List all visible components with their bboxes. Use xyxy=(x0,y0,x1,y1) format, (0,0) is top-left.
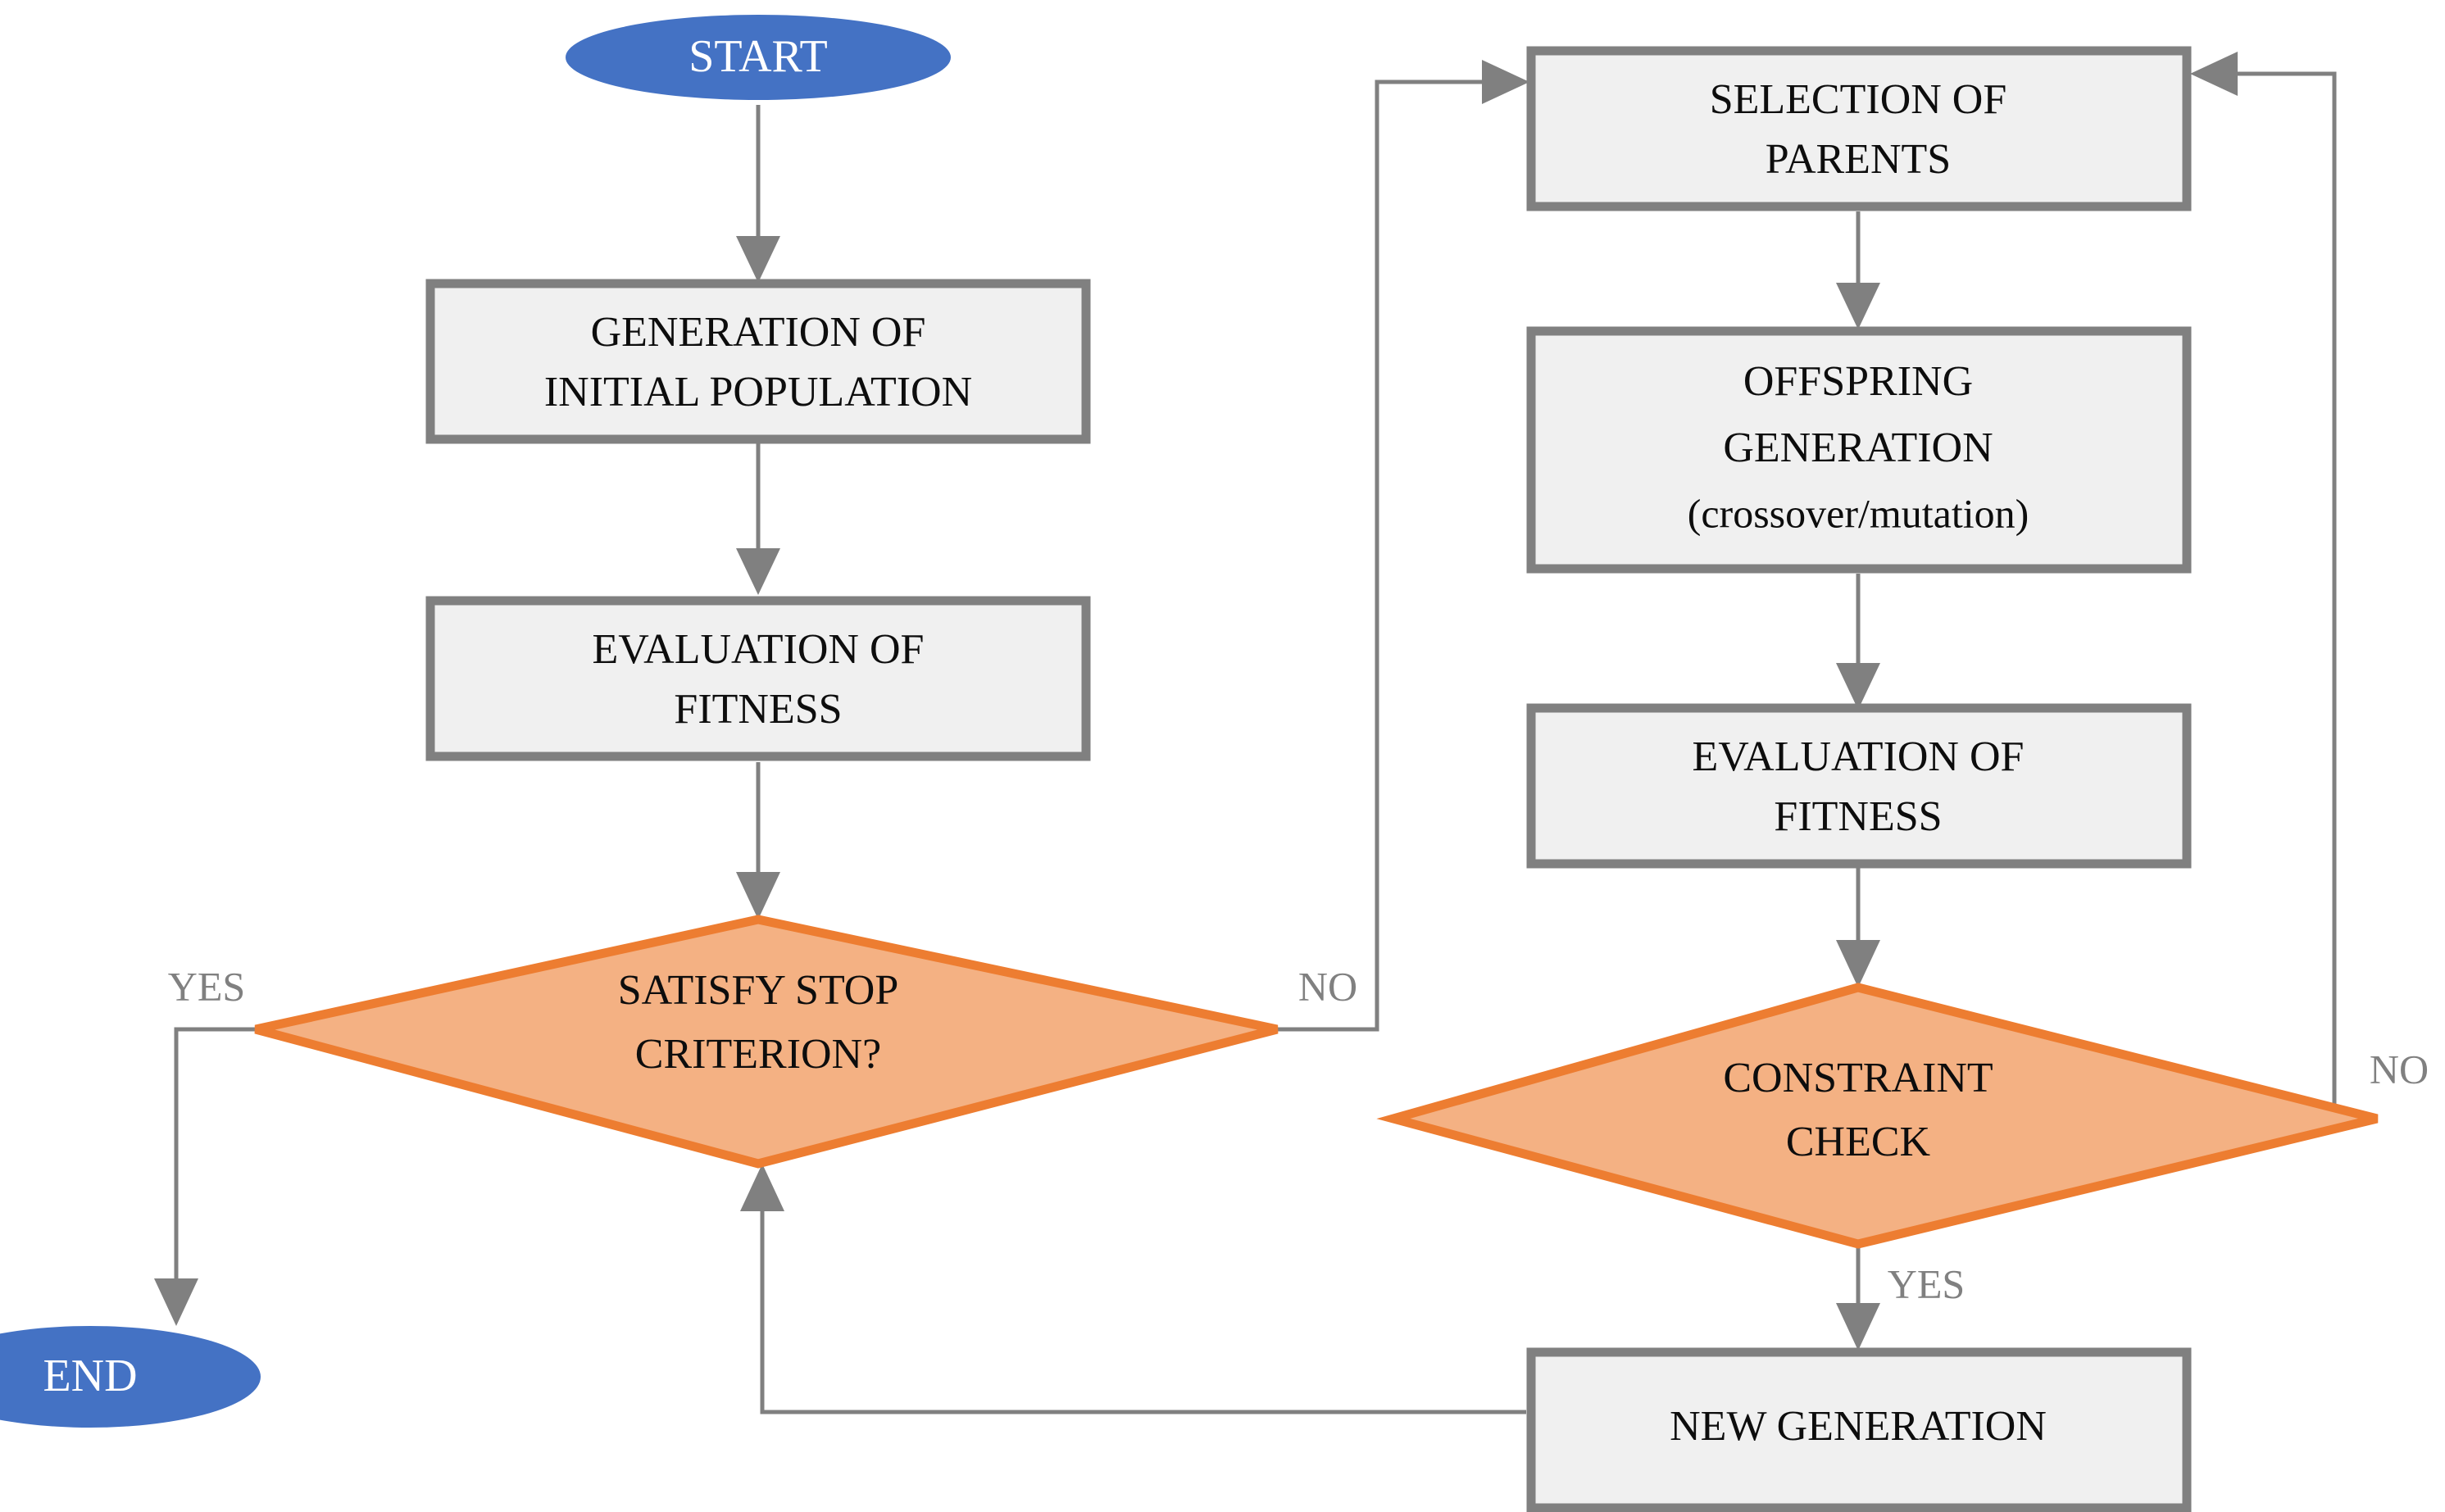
selection-of-parents-box xyxy=(1526,46,2192,211)
new-generation-box xyxy=(1526,1347,2192,1512)
new-generation-label: NEW GENERATION xyxy=(1670,1403,2047,1450)
satisfy-stop-criterion-diamond xyxy=(254,915,1279,1169)
offspring-generation-line1: OFFSPRING xyxy=(1743,358,1973,405)
generation-initial-population-box xyxy=(425,279,1091,444)
start-ellipse xyxy=(566,15,951,100)
offspring-generation-box xyxy=(1526,326,2192,574)
evaluation-of-fitness-right-line1: EVALUATION OF xyxy=(1693,733,2025,780)
edge-stop-no-to-selection xyxy=(1277,60,1529,1032)
evaluation-of-fitness-right-line2: FITNESS xyxy=(1774,793,1942,840)
node-generation-initial-population[interactable]: GENERATION OF INITIAL POPULATION xyxy=(425,279,1091,444)
evaluation-of-fitness-left-line2: FITNESS xyxy=(674,686,842,733)
node-new-generation[interactable]: NEW GENERATION xyxy=(1526,1347,2192,1512)
offspring-generation-line3: (crossover/mutation) xyxy=(1688,490,2029,536)
satisfy-stop-criterion-line2: CRITERION? xyxy=(635,1031,881,1078)
node-evaluation-of-fitness-left[interactable]: EVALUATION OF FITNESS xyxy=(425,596,1091,761)
selection-of-parents-line2: PARENTS xyxy=(1766,136,1951,183)
edge-stop-yes-to-end xyxy=(154,1027,256,1326)
node-start[interactable]: START xyxy=(566,15,951,100)
generation-initial-population-line1: GENERATION OF xyxy=(591,309,926,356)
selection-of-parents-line1: SELECTION OF xyxy=(1710,76,2007,123)
node-end[interactable]: END xyxy=(0,1326,261,1428)
evaluation-of-fitness-right-box xyxy=(1526,703,2192,869)
offspring-generation-line2: GENERATION xyxy=(1723,425,1993,471)
edge-new-generation-to-stop xyxy=(740,1164,1526,1414)
evaluation-of-fitness-left-line1: EVALUATION OF xyxy=(593,626,925,673)
edge-offspring-to-evaluation xyxy=(1836,574,1880,710)
end-ellipse xyxy=(0,1326,261,1428)
node-selection-of-parents[interactable]: SELECTION OF PARENTS xyxy=(1526,46,2192,211)
end-label: END xyxy=(43,1351,137,1401)
generation-initial-population-line2: INITIAL POPULATION xyxy=(544,369,972,415)
edge-selection-to-offspring xyxy=(1836,211,1880,329)
constraint-check-line2: CHECK xyxy=(1786,1119,1931,1165)
constraint-check-diamond xyxy=(1376,983,2379,1249)
evaluation-of-fitness-left-box xyxy=(425,596,1091,761)
edge-label-stop-yes: YES xyxy=(168,963,245,1009)
start-label: START xyxy=(689,31,828,82)
edge-evaluation-to-stop xyxy=(736,762,780,919)
edge-start-to-generation xyxy=(736,105,780,283)
edge-generation-to-evaluation xyxy=(736,443,780,595)
edge-constraint-yes-to-new-generation xyxy=(1836,1244,1880,1351)
constraint-check-line1: CONSTRAINT xyxy=(1723,1055,1993,1101)
node-constraint-check[interactable]: CONSTRAINT CHECK xyxy=(1376,983,2379,1249)
edge-label-stop-no: NO xyxy=(1298,963,1357,1009)
node-offspring-generation[interactable]: OFFSPRING GENERATION (crossover/mutation… xyxy=(1526,326,2192,574)
satisfy-stop-criterion-line1: SATISFY STOP xyxy=(618,967,898,1014)
edge-label-constraint-yes: YES xyxy=(1888,1260,1965,1306)
node-satisfy-stop-criterion[interactable]: SATISFY STOP CRITERION? xyxy=(254,915,1279,1169)
edge-constraint-no-to-selection xyxy=(2190,52,2377,1121)
edge-label-constraint-no: NO xyxy=(2370,1046,2429,1092)
edge-evaluation-to-constraint xyxy=(1836,867,1880,988)
node-evaluation-of-fitness-right[interactable]: EVALUATION OF FITNESS xyxy=(1526,703,2192,869)
